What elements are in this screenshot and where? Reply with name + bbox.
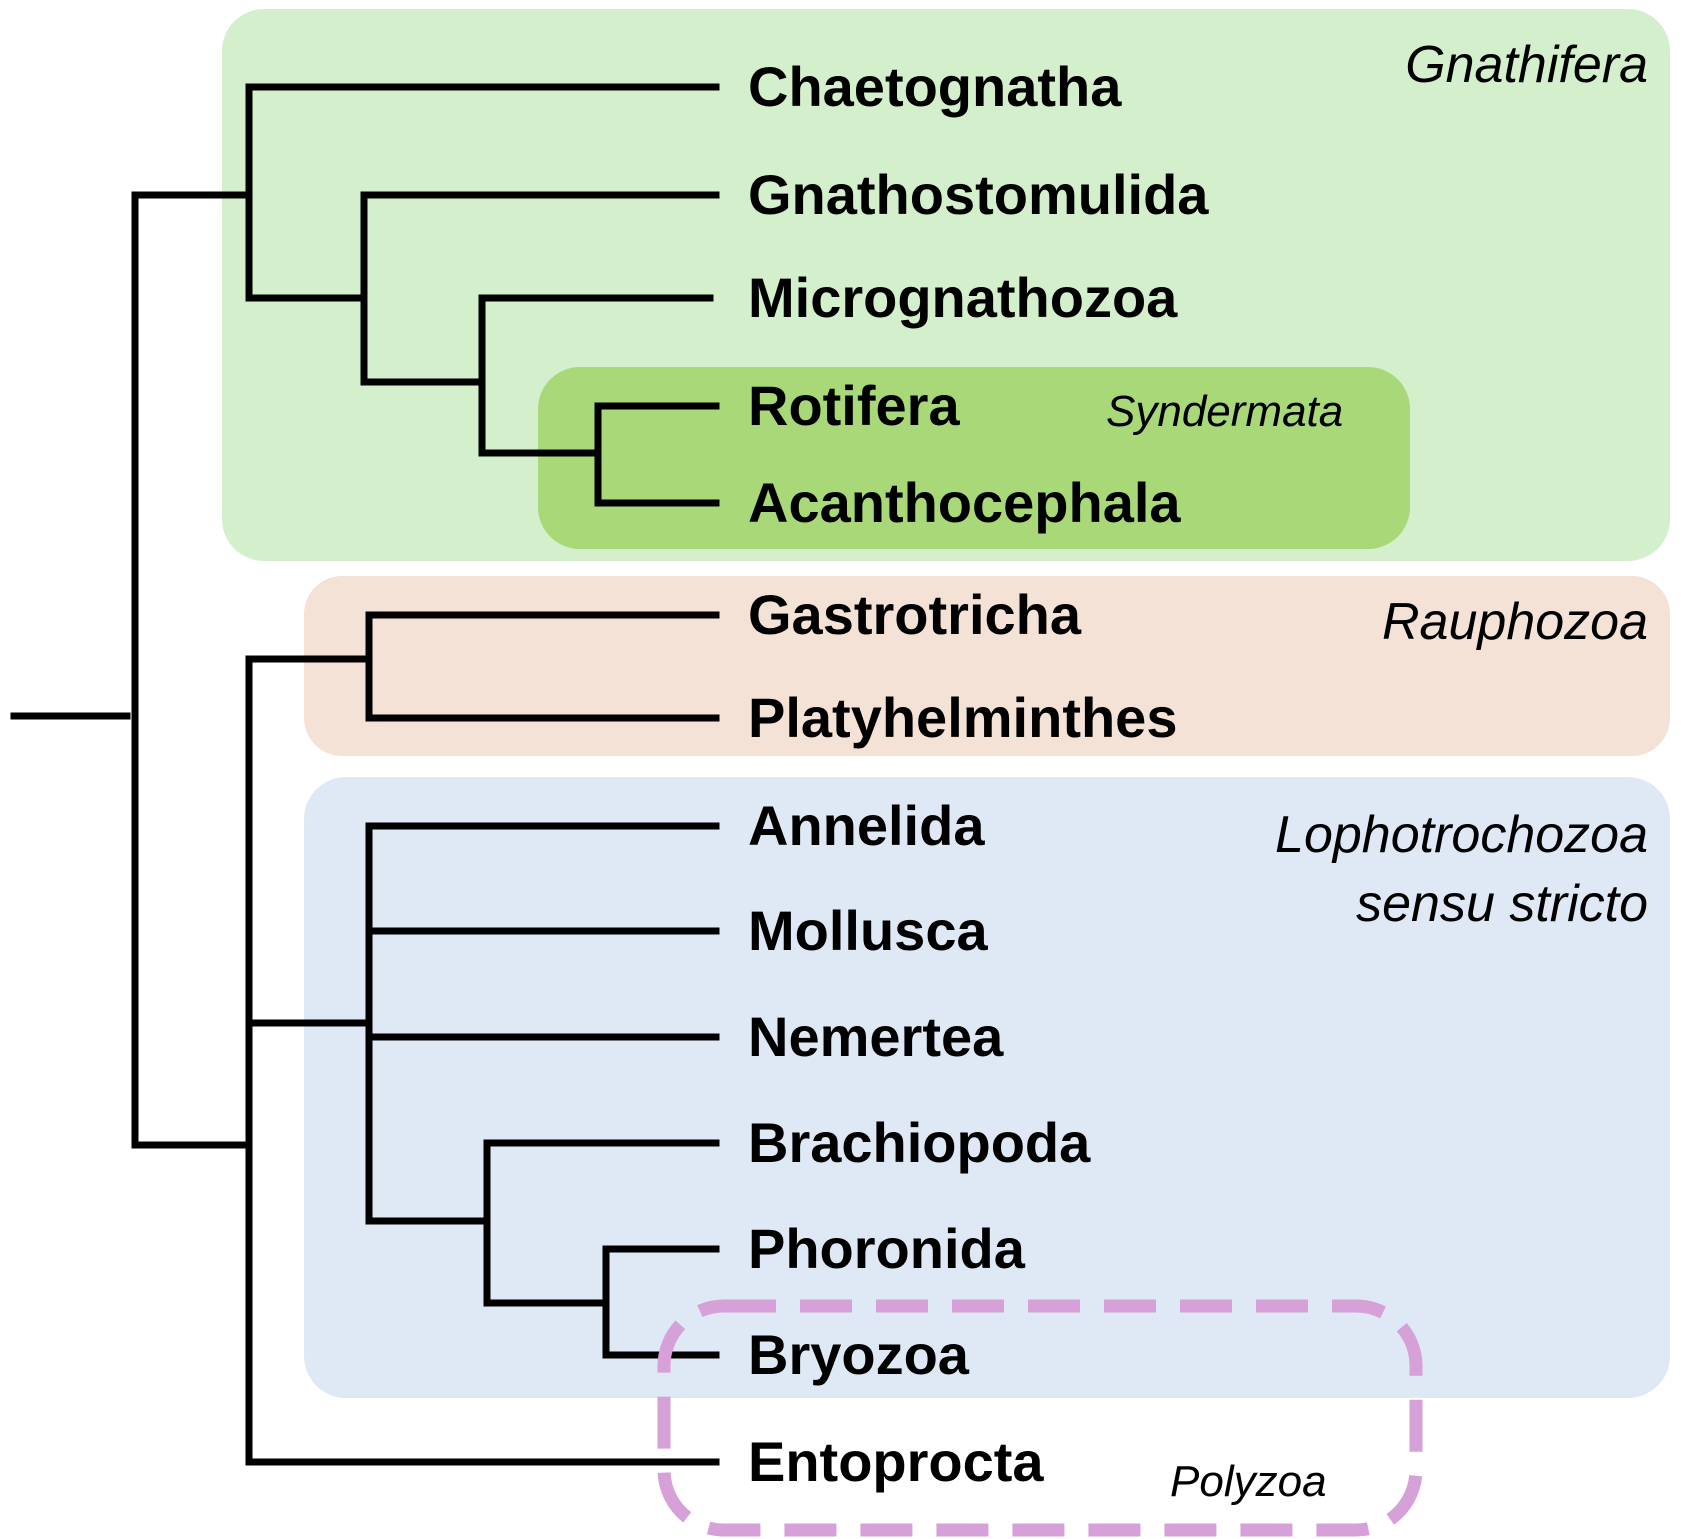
tree-branches [10, 83, 720, 1466]
taxon-label-gastrotricha: Gastrotricha [748, 583, 1081, 646]
clade-label-sensu-stricto: sensu stricto [1356, 875, 1648, 933]
taxon-label-phoronida: Phoronida [748, 1217, 1025, 1280]
taxon-label-platyhelminthes: Platyhelminthes [748, 686, 1178, 749]
taxon-label-mollusca: Mollusca [748, 899, 988, 962]
taxon-label-nemertea: Nemertea [748, 1005, 1004, 1068]
clade-box-polyzoa [657, 1299, 1423, 1537]
taxon-label-gnathostomulida: Gnathostomulida [748, 163, 1209, 226]
clade-box-rauphozoa [304, 576, 1670, 756]
clade-label-rauphozoa: Rauphozoa [1382, 593, 1648, 651]
taxon-label-micrognathozoa: Micrognathozoa [748, 266, 1178, 329]
taxon-label-bryozoa: Bryozoa [748, 1323, 969, 1386]
clade-label-syndermata: Syndermata [1106, 387, 1344, 436]
clade-box-syndermata [538, 367, 1410, 549]
taxon-label-chaetognatha: Chaetognatha [748, 55, 1122, 118]
taxon-label-entoprocta: Entoprocta [748, 1430, 1044, 1493]
taxon-label-rotifera: Rotifera [748, 374, 960, 437]
clade-label-lophotrochozoa: Lophotrochozoa [1275, 806, 1648, 864]
clade-label-polyzoa: Polyzoa [1170, 1457, 1327, 1506]
taxon-label-acanthocephala: Acanthocephala [748, 471, 1181, 534]
clade-label-gnathifera: Gnathifera [1405, 36, 1648, 94]
taxon-label-annelida: Annelida [748, 794, 985, 857]
taxon-label-brachiopoda: Brachiopoda [748, 1111, 1091, 1174]
